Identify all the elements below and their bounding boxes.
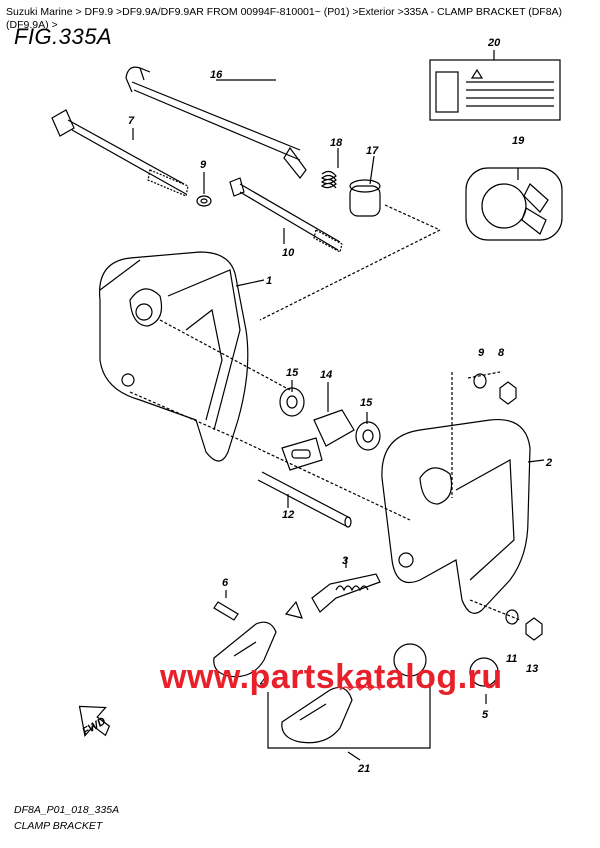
callout-10: 10: [282, 247, 295, 259]
part-15-bushing-left: [279, 387, 305, 417]
part-4-thrust-rod-plate-left: [213, 600, 303, 678]
part-19-lock-lever: [465, 167, 563, 241]
callout-1: 1: [266, 275, 272, 287]
part-15-bushing-right: [355, 421, 381, 451]
part-17-knob: [349, 179, 381, 217]
part-6-pin: [213, 601, 239, 621]
callout-20: 20: [487, 37, 501, 49]
watermark: www.partskatalog.ru: [160, 658, 503, 696]
callout-14: 14: [320, 369, 332, 381]
part-10-bolt: [229, 177, 343, 253]
part-3-adjusting-rod: [311, 573, 381, 613]
callout-13: 13: [526, 663, 538, 675]
fwd-arrow-icon: [78, 705, 111, 737]
part-20-caution-label: [429, 59, 561, 121]
breadcrumb[interactable]: Suzuki Marine > DF9.9 >DF9.9A/DF9.9AR FR…: [6, 6, 563, 31]
part-16-tilt-rod: [125, 66, 307, 179]
drawing-code: DF8A_P01_018_335A: [14, 804, 120, 816]
callout-15-right: 15: [360, 397, 373, 409]
part-21-thrust-rod-plate-right: [281, 686, 381, 744]
callout-9-top: 9: [200, 159, 207, 171]
callout-16: 16: [210, 69, 223, 81]
callout-3: 3: [342, 555, 348, 567]
callout-5: 5: [482, 709, 489, 721]
part-14-lock-plate: [281, 409, 355, 471]
callout-7: 7: [128, 115, 135, 127]
callout-6: 6: [222, 577, 229, 589]
part-7-bolt: [51, 109, 189, 197]
callout-2: 2: [545, 457, 552, 469]
part-18-spring: [320, 170, 337, 189]
callout-19: 19: [512, 135, 525, 147]
callout-4: 4: [259, 677, 266, 689]
figure-title: FIG.335A: [14, 24, 113, 49]
callout-12: 12: [282, 509, 294, 521]
callout-15-left: 15: [286, 367, 299, 379]
part-9-washer-right: [473, 373, 487, 389]
part-5-snap-ring: [469, 657, 499, 687]
part-12-shaft: [257, 471, 352, 528]
part-1-clamp-bracket-left: [98, 251, 249, 462]
callout-8: 8: [498, 347, 505, 359]
part-11-washer: [505, 609, 519, 625]
part-8-nut: [499, 381, 517, 405]
callout-17: 17: [366, 145, 379, 157]
callout-11: 11: [506, 653, 517, 665]
callout-18: 18: [330, 137, 343, 149]
part-13-nut: [525, 617, 543, 641]
drawing-name: CLAMP BRACKET: [14, 820, 103, 832]
part-2-clamp-bracket-right: [381, 418, 531, 614]
part-9-washer-top: [196, 195, 212, 207]
callout-21: 21: [357, 763, 370, 775]
callout-9-right: 9: [478, 347, 485, 359]
